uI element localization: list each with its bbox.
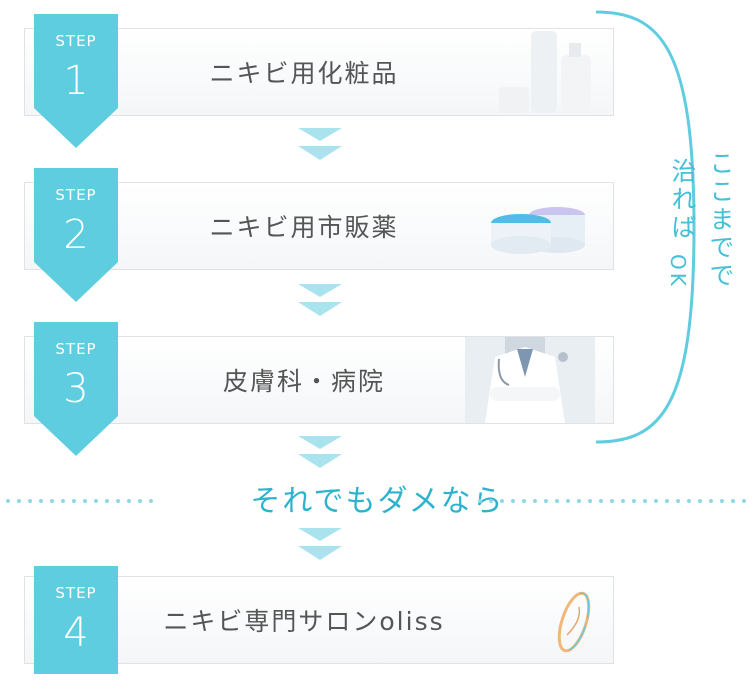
step-1-title: ニキビ用化粧品 [209,59,399,88]
cosmetic-bottles-image [499,31,591,113]
left-dotted-line [6,499,156,503]
badge-ribbon-shape [34,14,118,148]
down-chevron-icon [298,284,342,316]
down-chevron-icon [298,128,342,160]
oliss-logo-icon [557,591,591,653]
right-dotted-line [478,499,754,503]
down-chevron-icon [298,528,342,560]
divider-text: それでもダメなら [250,484,505,519]
step-1-card: ニキビ用化粧品 [24,28,614,116]
step-4-badge: STEP 4 [34,566,118,674]
step-2-card: ニキビ用市販薬 [24,182,614,270]
step-4-number: 4 [63,610,89,656]
badge-rect-shape [34,566,118,674]
step-4-label: STEP [55,584,97,602]
step-4-card: ニキビ専門サロンoliss [24,576,614,664]
right-bracket [595,10,696,444]
badge-ribbon-shape [34,322,118,456]
step-2-title: ニキビ用市販薬 [209,213,399,242]
step-2-badge: STEP 2 [34,168,118,302]
step-1-label: STEP [55,32,97,50]
step-3-card: 皮膚科・病院 [24,336,614,424]
badge-ribbon-shape [34,168,118,302]
step-3-label: STEP [55,340,97,358]
step-1-badge: STEP 1 [34,14,118,148]
doctor-image [465,337,595,423]
ointment-jars-image [491,207,585,254]
step-2-label: STEP [55,186,97,204]
side-note-line1: ここまでで [706,150,735,290]
step-3-number: 3 [63,366,89,412]
down-chevron-icon [298,436,342,468]
step-4-title: ニキビ専門サロンoliss [163,607,445,636]
step-1-number: 1 [63,58,89,104]
side-note-line3: OK [666,254,690,289]
side-note-line2: 治れば [668,158,697,242]
step-2-number: 2 [63,212,89,258]
step-3-title: 皮膚科・病院 [222,367,385,396]
step-3-badge: STEP 3 [34,322,118,456]
